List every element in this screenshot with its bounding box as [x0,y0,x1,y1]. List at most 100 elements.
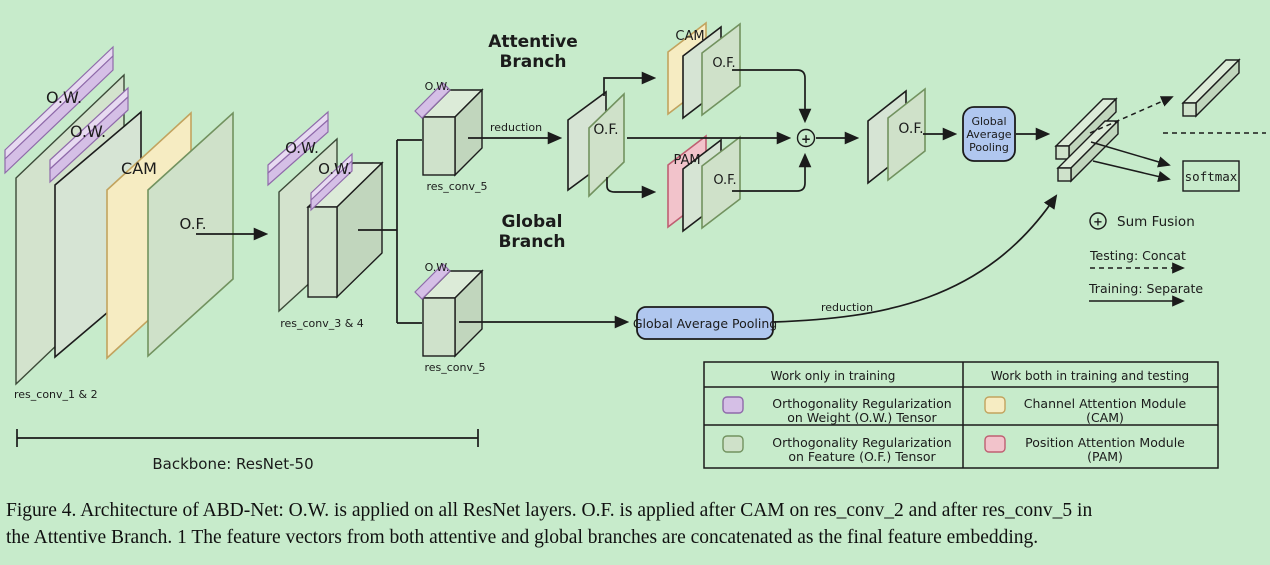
global-feature-vector [1056,119,1120,183]
backbone-bracket: Backbone: ResNet-50 [16,429,479,473]
pam-out-arrow [732,152,812,192]
res-conv-1-2-block: O.W. O.W. CAM O.F. res_conv_1 & 2 [4,45,234,401]
ow-label: O.W. [70,122,106,141]
ow-bar [310,159,353,212]
attentive-feature-vector [1054,97,1118,161]
attentive-branch-title: Branch [499,52,566,72]
connectors [196,69,1266,329]
res-conv-5-label: res_conv_5 [424,361,485,374]
attentive-reduced-feature: O.F. [567,90,625,198]
concat-feature-vector [1181,58,1241,118]
ow-bar [414,82,451,119]
pam-swatch [984,435,1006,453]
table-header-right: Work both in training and testing [991,369,1189,383]
gap-line: Global [971,115,1006,128]
of-swatch [722,435,744,453]
table-cell: Position Attention Module [1025,435,1185,450]
attentive-branch-title: Attentive [488,32,578,52]
table-cell: on Weight (O.W.) Tensor [787,410,937,425]
global-branch-title: Branch [498,232,565,252]
global-average-pooling-attentive: Global Average Pooling [962,106,1016,162]
block-front [307,206,338,298]
plus-icon: + [1093,215,1103,229]
ow-label: O.W. [285,139,319,157]
pam-module: PAM O.F. [667,134,741,233]
global-average-pooling-global: Global Average Pooling [633,306,777,340]
of-label: O.F. [593,122,618,138]
of-label: O.F. [898,121,923,137]
training-label: Training: Separate [1088,281,1203,296]
pooling-box [636,306,774,340]
sum-fusion-node: + [796,128,816,148]
bar-cap [1055,145,1070,160]
pam-label: PAM [673,153,700,168]
testing-label: Testing: Concat [1089,248,1186,263]
res-conv-3-4-block: O.W. O.W. res_conv_3 & 4 [267,110,384,330]
gap-label: Global Average Pooling [633,316,777,331]
table-cell: on Feature (O.F.) Tensor [788,449,936,464]
gap-line: Pooling [969,141,1009,154]
plus-circle [796,128,816,148]
table-grid [704,362,1218,468]
reduction-curve-global [773,194,1058,323]
bar-cap [1057,167,1072,182]
ow-bar [267,118,329,187]
res-conv-5-label: res_conv_5 [426,180,487,193]
of-label: O.F. [180,215,207,233]
res-conv-5-global: O.W. res_conv_5 [414,261,486,374]
sum-fusion-key: + Sum Fusion [1089,212,1195,230]
backbone-label: Backbone: ResNet-50 [152,455,313,473]
cube-front [422,116,456,176]
architecture-diagram: O.W. O.W. CAM O.F. res_conv_1 & 2 O.W. O… [4,21,1266,473]
of-sheet [887,87,926,182]
training-key: Training: Separate [1088,281,1203,307]
ow-label: O.W. [425,80,450,93]
global-branch-title: Global [502,212,563,232]
bracket-line [16,429,479,447]
res-conv-1-2-label: res_conv_1 & 2 [14,388,98,401]
ow-label: O.W. [425,261,450,274]
testing-key: Testing: Concat [1089,248,1186,274]
table-cell: (CAM) [1086,410,1124,425]
table-cell: Orthogonality Regularization [772,396,951,411]
reduction-label: reduction [490,121,542,134]
table-cell: Orthogonality Regularization [772,435,951,450]
pooling-box [962,106,1016,162]
cam-out-arrow [732,69,812,124]
softmax-box: softmax [1182,160,1240,192]
table-cell: (PAM) [1087,449,1123,464]
bar-cap [1182,102,1197,117]
gap-line: Average [966,128,1011,141]
plus-icon: + [801,132,811,146]
ow-label: O.W. [46,88,82,107]
ow-bar [414,263,451,300]
cam-module: CAM O.F. [667,21,741,120]
table-header-left: Work only in training [771,369,896,383]
ow-bar [49,95,129,184]
figure-caption: Figure 4. Architecture of ABD-Net: O.W. … [6,497,1268,551]
reduction-label: reduction [821,301,873,314]
caption-line-2: the Attentive Branch. 1 The feature vect… [6,527,1039,548]
ow-swatch [722,396,744,414]
of-sheet [701,135,741,230]
to-pam-arrow [606,177,657,199]
softmax-label: softmax [1185,169,1238,184]
to-softmax-arrow [1092,160,1171,182]
table-border [703,361,1219,469]
fused-feature: O.F. [867,87,926,185]
plus-circle [1089,212,1107,230]
ow-label: O.W. [318,160,352,178]
cube-front [422,297,456,357]
cam-swatch [984,396,1006,414]
ow-bar [4,54,114,175]
of-sheet [588,92,625,198]
of-sheet [147,111,234,358]
res-conv-3-4-label: res_conv_3 & 4 [280,317,364,330]
cam-label: CAM [675,29,704,44]
sum-fusion-label: Sum Fusion [1117,214,1195,230]
split-trunk [358,139,422,324]
of-sheet [701,22,741,117]
to-cam-arrow [603,71,657,96]
to-softmax-arrow [1090,141,1171,168]
of-label: O.F. [713,173,736,188]
